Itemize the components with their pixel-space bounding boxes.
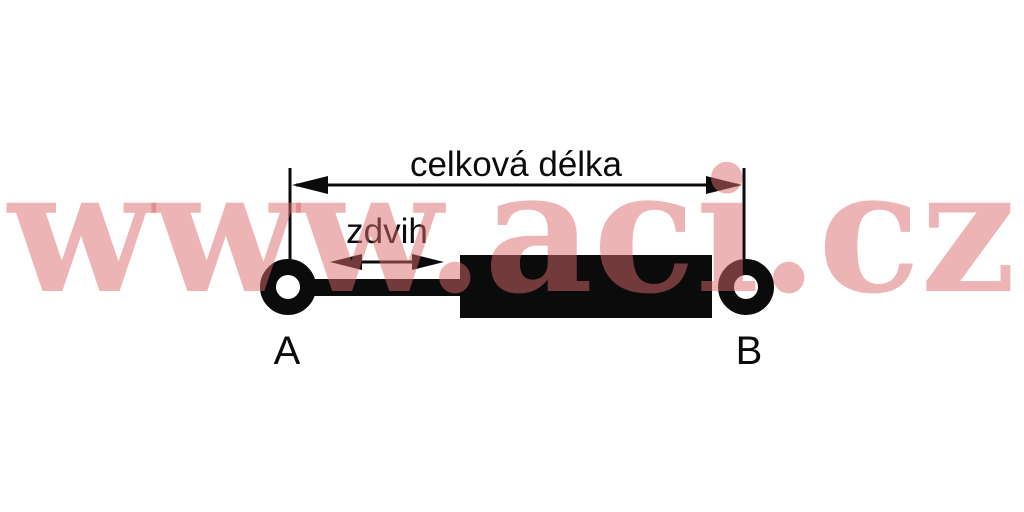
watermark-text: www.aci.cz (6, 132, 1016, 332)
cylinder-body (460, 255, 712, 318)
stroke-arrowhead-left (330, 254, 362, 270)
piston-rod (310, 279, 466, 296)
stroke-dimension: zdvih (330, 212, 444, 270)
total-length-label: celková délka (410, 145, 623, 184)
total-length-arrowhead-right (706, 176, 742, 194)
right-eyelet-ring (718, 259, 774, 315)
endpoint-a-label: A (274, 329, 301, 373)
left-eyelet-ring (260, 259, 316, 315)
total-length-arrowhead-left (292, 176, 328, 194)
gas-spring-assembly (260, 255, 774, 318)
stroke-label: zdvih (346, 212, 428, 251)
stroke-arrowhead-right (412, 254, 444, 270)
total-length-dimension: celková délka (288, 145, 746, 266)
endpoint-b-label: B (736, 329, 763, 373)
